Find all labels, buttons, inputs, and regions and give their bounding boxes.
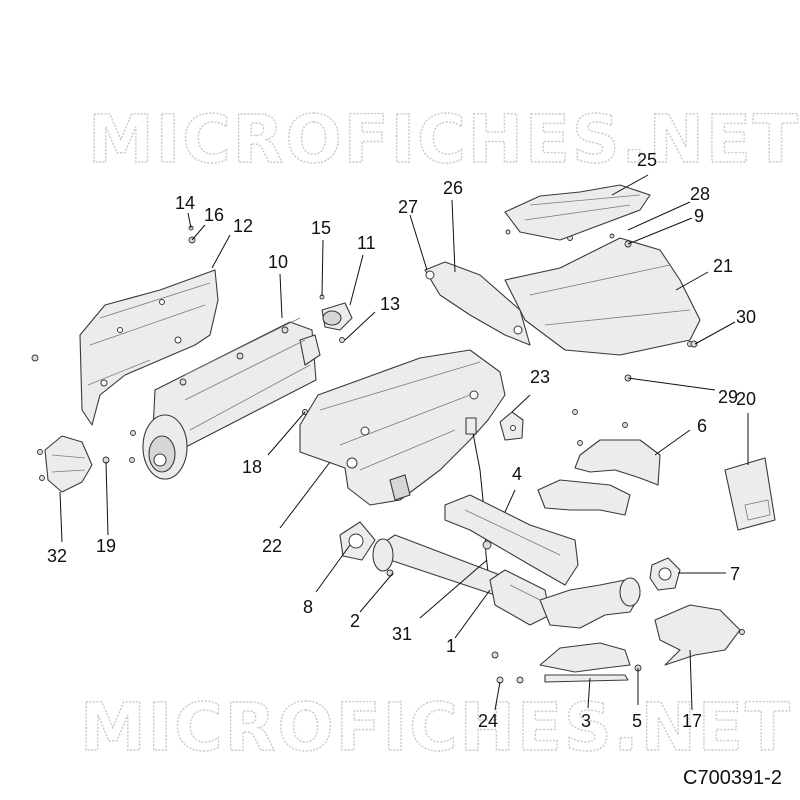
callout-13: 13 — [380, 294, 400, 314]
callout-30: 30 — [736, 307, 756, 327]
watermark-bottom: MICROFICHES.NET — [80, 689, 792, 766]
part-20-plate — [724, 457, 776, 531]
callout-27: 27 — [398, 197, 418, 217]
part-21-upper-heat-shield — [504, 235, 701, 356]
part-23-bracket — [499, 411, 524, 441]
part-13-screw — [339, 337, 345, 343]
callout-19: 19 — [96, 536, 116, 556]
callout-26: 26 — [443, 178, 463, 198]
part-22-main-heat-shield — [299, 349, 506, 506]
callout-1: 1 — [446, 636, 456, 656]
callout-5: 5 — [632, 711, 642, 731]
part-12-muffler-heat-shield — [79, 269, 219, 426]
part-24-bolt-b — [516, 676, 524, 684]
callout-10: 10 — [268, 252, 288, 272]
part-10-muffler — [129, 317, 321, 480]
part-3-bracket — [539, 642, 631, 683]
part-7-gasket — [649, 557, 681, 591]
callout-28: 28 — [690, 184, 710, 204]
callout-32: 32 — [47, 546, 67, 566]
callout-20: 20 — [736, 389, 756, 409]
part-8-gasket — [339, 521, 376, 561]
callout-4: 4 — [512, 464, 522, 484]
callout-3: 3 — [581, 711, 591, 731]
callout-17: 17 — [682, 711, 702, 731]
callout-labels: 1 2 3 4 5 6 7 8 9 10 11 12 13 14 15 16 1… — [47, 150, 756, 731]
callout-22: 22 — [262, 536, 282, 556]
callout-29: 29 — [718, 387, 738, 407]
callout-23: 23 — [530, 367, 550, 387]
part-17-heat-shield — [654, 604, 745, 666]
callout-21: 21 — [713, 256, 733, 276]
callout-8: 8 — [303, 597, 313, 617]
part-32-tailpipe-shield — [37, 435, 93, 493]
callout-2: 2 — [350, 611, 360, 631]
callout-14: 14 — [175, 193, 195, 213]
part-nut-left — [31, 354, 39, 362]
callout-18: 18 — [242, 457, 262, 477]
part-6-pipe-heat-shield — [537, 409, 661, 516]
callout-31: 31 — [392, 624, 412, 644]
callout-7: 7 — [730, 564, 740, 584]
part-1-exhaust-pipe — [372, 534, 641, 629]
callout-25: 25 — [637, 150, 657, 170]
callout-9: 9 — [694, 206, 704, 226]
callout-6: 6 — [697, 416, 707, 436]
part-4-pipe-heat-shield — [444, 494, 579, 586]
part-bolt-c — [491, 651, 499, 659]
leader-lines — [59, 174, 749, 711]
callout-24: 24 — [478, 711, 498, 731]
part-2-bolt — [386, 569, 394, 577]
callout-15: 15 — [311, 218, 331, 238]
drawing-code: C700391-2 — [683, 767, 782, 789]
part-25-upper-shield — [504, 184, 651, 241]
watermark-top: MICROFICHES.NET — [88, 101, 800, 178]
callout-12: 12 — [233, 216, 253, 236]
callout-11: 11 — [357, 233, 376, 253]
part-26-rear-heat-shield — [424, 261, 531, 346]
part-11-grommet — [321, 302, 353, 331]
part-30-bolt — [690, 340, 698, 348]
callout-16: 16 — [204, 205, 224, 225]
